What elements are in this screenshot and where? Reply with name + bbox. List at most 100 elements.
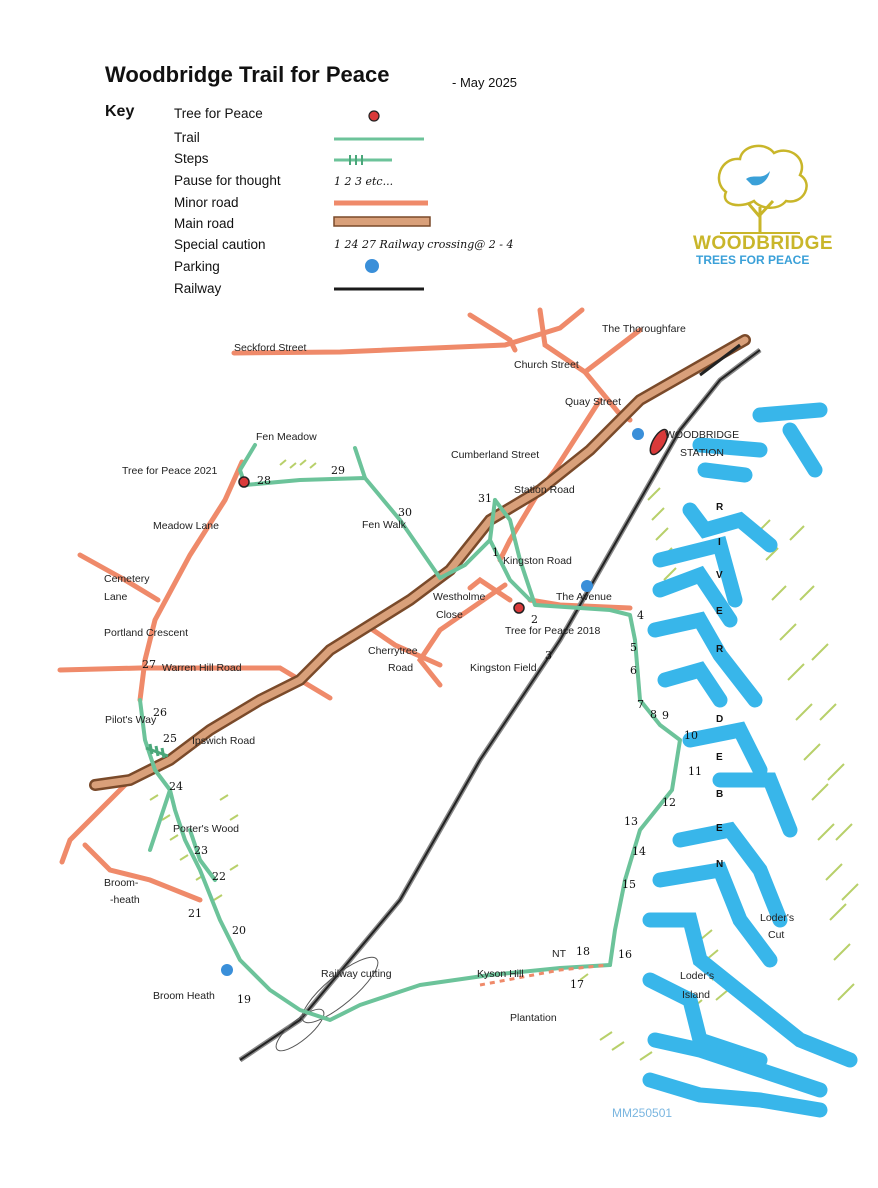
tree-for-peace-2021-icon (238, 476, 250, 488)
key-pause-symbol: 1 2 3 etc... (334, 175, 394, 188)
pause-31: 31 (478, 492, 492, 505)
tree-woodbridge-station-icon (649, 428, 669, 456)
pause-12: 12 (662, 796, 676, 809)
label-fen-walk: Fen Walk (362, 519, 407, 531)
label-warren-hill-road: Warren Hill Road (162, 662, 242, 674)
label-ipswich-road: Ipswich Road (192, 735, 255, 747)
label-the-avenue: The Avenue (556, 591, 612, 603)
river-deben (642, 402, 858, 1118)
pause-28: 28 (257, 474, 271, 487)
label-nt: NT (552, 948, 567, 960)
pause-6: 6 (630, 664, 637, 677)
pause-11: 11 (688, 765, 702, 778)
label-loders-island-1: Loder's (680, 970, 714, 982)
pause-26: 26 (153, 706, 167, 719)
key-label-steps: Steps (174, 151, 209, 166)
pause-30: 30 (398, 506, 412, 519)
label-westholme-2: Close (436, 609, 463, 621)
river-letter-e3: E (716, 823, 723, 834)
label-thoroughfare: The Thoroughfare (602, 323, 686, 335)
label-tree-2018: Tree for Peace 2018 (505, 625, 600, 637)
pause-8: 8 (650, 708, 657, 721)
key-steps-line (334, 155, 392, 165)
map-date: - May 2025 (452, 75, 518, 90)
railway-cutting (275, 956, 379, 1052)
key-label-pause: Pause for thought (174, 173, 281, 188)
label-station-road: Station Road (514, 484, 575, 496)
river-letter-e: E (716, 606, 723, 617)
pause-18: 18 (576, 945, 590, 958)
parking-broom-heath-icon (221, 964, 233, 976)
label-cemetery-1: Cemetery (104, 573, 150, 585)
label-westholme-1: Westholme (433, 591, 485, 603)
map-title: Woodbridge Trail for Peace (105, 62, 390, 87)
key-label-minor-road: Minor road (174, 195, 239, 210)
pause-9: 9 (662, 709, 669, 722)
label-tree-2021: Tree for Peace 2021 (122, 465, 217, 477)
label-porters-wood: Porter's Wood (173, 823, 239, 835)
key-label-tree: Tree for Peace (174, 106, 263, 121)
label-broom-heath: Broom Heath (153, 990, 215, 1002)
pause-24: 24 (169, 780, 183, 793)
label-kingston-field: Kingston Field (470, 662, 537, 674)
label-quay-street: Quay Street (565, 396, 621, 408)
pause-23: 23 (194, 844, 208, 857)
key-parking-dot-icon (365, 259, 379, 273)
label-church-street: Church Street (514, 359, 579, 371)
key-label-trail: Trail (174, 130, 200, 145)
parking-station-icon (632, 428, 644, 440)
key-caution-symbol: 1 24 27 Railway crossing@ 2 - 4 (334, 238, 514, 251)
pause-7: 7 (637, 698, 644, 711)
label-kyson-hill: Kyson Hill (477, 968, 524, 980)
trail-route (138, 443, 682, 1022)
label-broomheath-1: Broom- (104, 877, 139, 889)
key-tree-dot-icon (368, 110, 380, 122)
label-railway-cutting: Railway cutting (321, 968, 392, 980)
river-letter-r2: R (716, 644, 724, 655)
river-letter-i: I (718, 537, 721, 548)
label-loders-island-2: Island (682, 989, 710, 1001)
vegetation-hatching (149, 459, 859, 1061)
pause-5: 5 (630, 641, 637, 654)
key-heading: Key (105, 103, 135, 120)
pause-21: 21 (188, 907, 202, 920)
pause-2: 2 (531, 613, 538, 626)
river-letter-b: B (716, 789, 723, 800)
label-pilots-way: Pilot's Way (105, 714, 157, 726)
pause-13: 13 (624, 815, 638, 828)
label-cherrytree-1: Cherrytree (368, 645, 418, 657)
label-portland-crescent: Portland Crescent (104, 627, 188, 639)
pause-10: 10 (684, 729, 698, 742)
label-seckford-street: Seckford Street (234, 342, 306, 354)
label-loders-cut-1: Loder's (760, 912, 794, 924)
main-road (89, 334, 751, 791)
label-cemetery-2: Lane (104, 591, 128, 603)
label-kingston-road: Kingston Road (503, 555, 572, 567)
parking-avenue-icon (581, 580, 593, 592)
pause-14: 14 (632, 845, 646, 858)
river-letter-e2: E (716, 752, 723, 763)
key-main-road-line (333, 216, 431, 227)
label-loders-cut-2: Cut (768, 929, 784, 941)
pause-3: 3 (545, 649, 552, 662)
logo-text-trees-for-peace: TREES FOR PEACE (696, 253, 810, 267)
tree-dove-logo-icon (717, 144, 808, 234)
tree-for-peace-2018-icon (513, 602, 525, 614)
logo-text-woodbridge: WOODBRIDGE (693, 233, 834, 254)
map-reference: MM250501 (612, 1106, 673, 1120)
label-woodbridge-station-2: STATION (680, 447, 724, 459)
label-cumberland-street: Cumberland Street (451, 449, 539, 461)
pause-4: 4 (637, 609, 644, 622)
river-letter-r: R (716, 502, 724, 513)
label-fen-meadow: Fen Meadow (256, 431, 317, 443)
pause-20: 20 (232, 924, 246, 937)
pause-19: 19 (237, 993, 251, 1006)
railway-line (238, 343, 762, 1063)
pause-15: 15 (622, 878, 636, 891)
pause-17: 17 (570, 978, 584, 991)
label-plantation: Plantation (510, 1012, 557, 1024)
river-letter-d: D (716, 714, 723, 725)
river-letter-n: N (716, 859, 723, 870)
pause-25: 25 (163, 732, 177, 745)
